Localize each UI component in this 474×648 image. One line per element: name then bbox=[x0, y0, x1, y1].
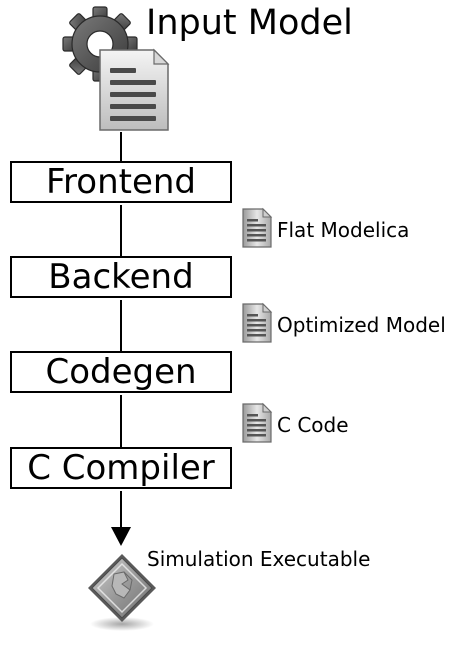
document-icon bbox=[242, 207, 273, 248]
output-label: Simulation Executable bbox=[147, 547, 371, 571]
diagram-title: Input Model bbox=[146, 3, 353, 43]
stage-c-compiler: C Compiler bbox=[10, 447, 232, 489]
gear-document-icon bbox=[62, 6, 170, 131]
document-icon bbox=[242, 402, 273, 443]
artifact-optimized-model-label: Optimized Model bbox=[277, 313, 446, 337]
document-icon bbox=[99, 48, 170, 131]
stage-codegen: Codegen bbox=[10, 351, 232, 393]
executable-icon bbox=[88, 554, 156, 631]
stage-frontend: Frontend bbox=[10, 161, 232, 203]
stage-codegen-label: Codegen bbox=[45, 352, 197, 392]
document-icon bbox=[242, 302, 273, 343]
stage-backend-label: Backend bbox=[48, 257, 194, 297]
stage-backend: Backend bbox=[10, 256, 232, 298]
artifact-flat-modelica-label: Flat Modelica bbox=[277, 218, 410, 242]
artifact-c-code-label: C Code bbox=[277, 413, 349, 437]
stage-c-compiler-label: C Compiler bbox=[27, 448, 215, 488]
arrowhead-icon bbox=[111, 527, 131, 546]
stage-frontend-label: Frontend bbox=[45, 162, 197, 202]
